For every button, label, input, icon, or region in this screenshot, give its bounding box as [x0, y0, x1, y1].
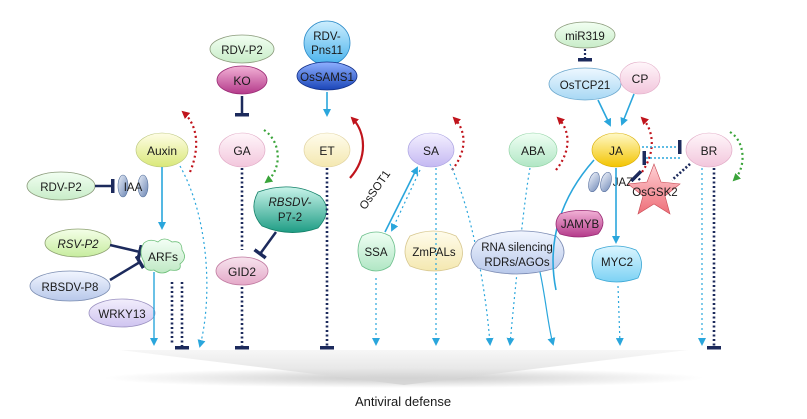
ossams1-node: OsSAMS1	[296, 61, 358, 91]
sa-feedback-arrow	[451, 116, 465, 171]
rna-silencing-label-2: RDRs/AGOs	[484, 257, 549, 269]
ga-column: RDV-P2 KO GA RBSDV- P7-2 GID2	[209, 34, 327, 350]
ko-node: KO	[216, 65, 268, 95]
rna-to-defense-arrow	[539, 271, 556, 346]
rdv-pns11-node: RDV- Pns11	[303, 20, 351, 66]
ossams1-label: OsSAMS1	[300, 72, 354, 84]
aba-node: ABA	[508, 132, 558, 168]
auxin-node: Auxin	[135, 132, 189, 168]
zmpals-label: ZmPALs	[412, 247, 455, 259]
jaz-node: JAZ	[588, 171, 633, 193]
rdv-p2-left-label: RDV-P2	[40, 182, 82, 194]
rbsdv-p8-node: RBSDV-P8	[29, 270, 111, 302]
gid2-label: GID2	[228, 265, 256, 279]
jamyb-node: JAMYB	[555, 210, 604, 238]
br-feedback-arrow	[729, 131, 744, 182]
rdv-pns11-label-1: RDV-	[313, 31, 341, 43]
aba-label: ABA	[521, 144, 545, 158]
rdv-p2-top-node: RDV-P2	[209, 34, 275, 64]
osgsk2-inhibits-ja	[629, 169, 643, 183]
ja-feedback-arrow	[640, 116, 653, 173]
ko-label: KO	[233, 74, 250, 88]
ostcp21-to-ja-arrow	[597, 99, 612, 127]
br-to-osgsk2-line	[671, 163, 691, 181]
br-label: BR	[701, 144, 718, 158]
arfs-node: ARFs	[140, 238, 185, 274]
rdv-pns11-label-2: Pns11	[311, 45, 343, 57]
rbsdv-p7-2-node: RBSDV- P7-2	[253, 186, 327, 233]
mir319-label: miR319	[565, 31, 605, 43]
ga-node: GA	[218, 132, 266, 168]
et-column: RDV- Pns11 OsSAMS1 ET	[296, 20, 364, 350]
antiviral-defense-label: Antiviral defense	[355, 394, 451, 409]
et-feedback-arrow	[349, 116, 364, 179]
auxin-column: RDV-P2 IAA Auxin RSV-P2 RBSDV-P8	[26, 110, 208, 350]
myc2-node: MYC2	[591, 245, 642, 283]
aba-feedback-arrow	[555, 116, 569, 171]
wrky13-node: WRKY13	[88, 298, 156, 328]
ssa-label: SSA	[364, 247, 387, 259]
br-column: BR	[671, 131, 744, 350]
rbsdv-p7-2-label-2: P7-2	[278, 212, 302, 224]
rna-silencing-label-1: RNA silencing	[481, 242, 553, 254]
cp-node: CP	[619, 61, 661, 95]
arfs-label: ARFs	[148, 250, 178, 264]
sa-column: SA OsSOT1 SSA ZmPALs	[357, 116, 494, 346]
ostcp21-node: OsTCP21	[548, 67, 622, 101]
rsv-p2-node: RSV-P2	[44, 228, 112, 258]
rbsdv-p7-2-label-1: RBSDV-	[268, 197, 311, 209]
sa-node: SA	[407, 132, 455, 168]
jaz-label: JAZ	[613, 177, 633, 189]
cp-to-ja-arrow	[620, 93, 635, 126]
jamyb-label: JAMYB	[561, 219, 600, 231]
et-node: ET	[303, 132, 351, 168]
ja-node: JA	[591, 132, 641, 168]
rsv-p2-inhibits-arfs	[109, 243, 144, 260]
cp-label: CP	[632, 72, 649, 86]
rbsdv-p8-label: RBSDV-P8	[42, 282, 99, 294]
ga-feedback-arrow	[263, 129, 279, 184]
auxin-label: Auxin	[147, 144, 177, 158]
zmpals-node: ZmPALs	[404, 230, 463, 272]
antiviral-defense-base	[104, 350, 704, 388]
sa-to-ssa-dotted-arrow	[390, 169, 421, 232]
iaa-label: IAA	[124, 182, 143, 194]
ostcp21-label: OsTCP21	[560, 80, 611, 92]
rdv-p2-top-label: RDV-P2	[221, 45, 263, 57]
aba-column: ABA	[506, 116, 569, 346]
ja-column: miR319 OsTCP21 CP JA JAZ JAMYB	[548, 21, 682, 346]
mir319-node: miR319	[554, 21, 616, 49]
auxin-long-arrow	[179, 165, 208, 348]
ossot1-label: OsSOT1	[358, 169, 393, 213]
myc2-label: MYC2	[601, 257, 633, 269]
gid2-node: GID2	[215, 256, 269, 286]
sa-label: SA	[423, 144, 439, 158]
rdv-p2-left-node: RDV-P2	[26, 171, 96, 201]
osgsk2-node: OsGSK2	[627, 163, 681, 215]
rbsdv-p7-2-inhibits-gid2	[253, 231, 278, 260]
wrky13-label: WRKY13	[98, 309, 145, 321]
rna-silencing-node: RNA silencing RDRs/AGOs	[470, 230, 565, 275]
myc2-down-arrow	[615, 285, 624, 346]
ssa-to-sa-arrow	[384, 166, 418, 233]
rbsdv-p8-inhibits-arfs	[109, 255, 145, 282]
iaa-node: IAA	[117, 174, 149, 198]
ssa-node: SSA	[357, 231, 396, 272]
br-node: BR	[685, 132, 733, 168]
rsv-p2-label: RSV-P2	[57, 239, 99, 251]
et-label: ET	[319, 144, 335, 158]
ja-label: JA	[609, 144, 623, 158]
osgsk2-label: OsGSK2	[632, 187, 677, 199]
ga-label: GA	[233, 144, 250, 158]
